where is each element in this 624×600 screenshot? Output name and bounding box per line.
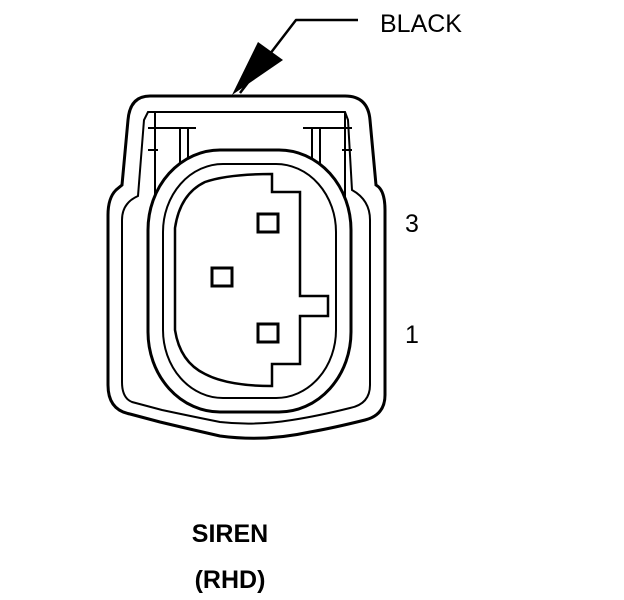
terminal-face: [173, 172, 330, 388]
connector-variant: (RHD): [194, 566, 266, 594]
housing-inner-wall: [121, 111, 371, 425]
pin-cavity-3: [256, 212, 280, 234]
pin-cavity-1: [256, 322, 280, 344]
pin-cavity-2: [210, 266, 234, 288]
seal-ring-inner: [162, 163, 337, 399]
wire-color-label: BLACK: [380, 10, 462, 38]
pin-number-3-label: 3: [405, 210, 419, 238]
connector-name: SIREN: [191, 520, 269, 548]
leader-arrowhead: [232, 42, 283, 95]
pin-number-1-label: 1: [405, 321, 419, 349]
